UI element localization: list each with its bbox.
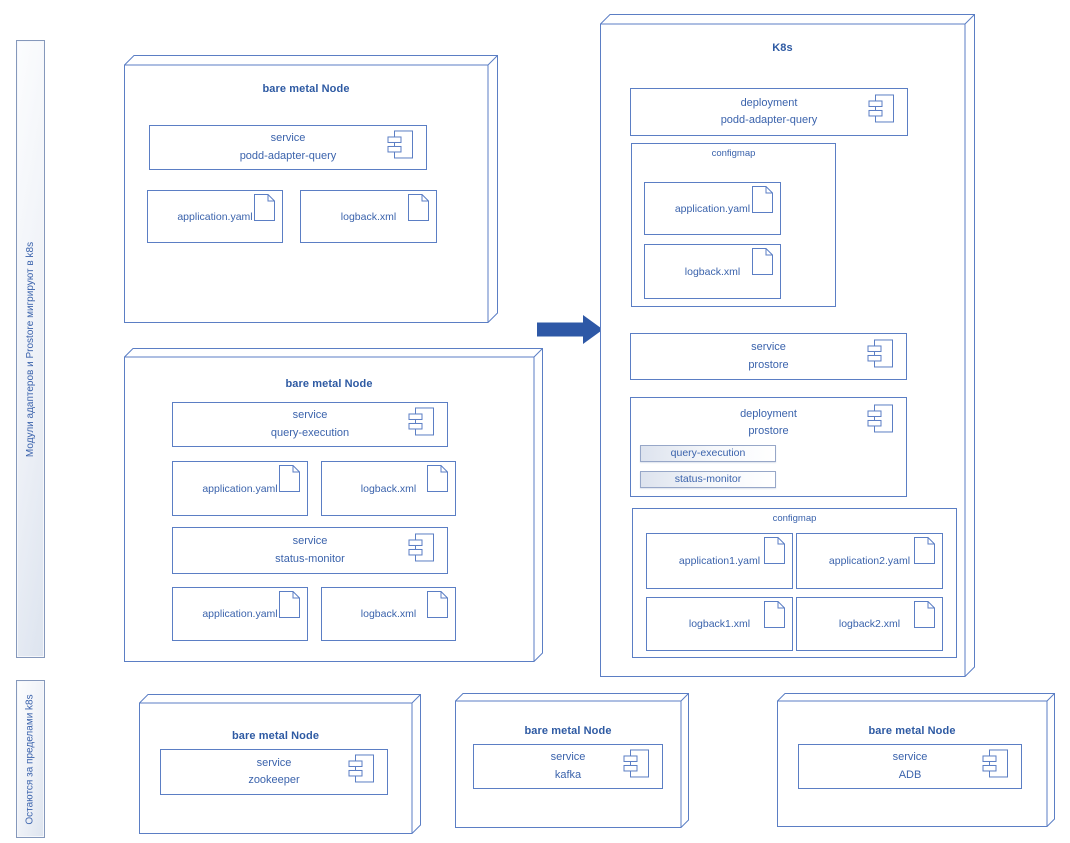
file-logback1-xml: logback1.xml [646,597,793,651]
pod-chip-query-execution: query-execution [640,445,776,462]
k8s-container: K8s deployment podd-adapter-query config… [600,14,975,677]
file-label: application.yaml [674,202,751,215]
file-label: logback1.xml [688,618,751,630]
configmap-group-1: configmap application.yaml logback.xml [631,143,836,307]
deployment-name: prostore [748,425,789,438]
file-application-yaml: application.yaml [172,587,308,641]
service-prostore: service prostore [630,333,907,380]
service-name: status-monitor [275,552,345,565]
service-zookeeper: service zookeeper [160,749,388,795]
service-status-monitor: service status-monitor [172,527,448,574]
k8s-title: K8s [772,42,793,54]
node-query-execution: bare metal Node service query-execution … [124,348,543,662]
document-icon [278,464,301,496]
document-icon [751,247,774,279]
file-label: application.yaml [202,608,278,620]
node-podd-adapter: bare metal Node service podd-adapter-que… [124,55,498,323]
configmap-label: configmap [772,513,817,524]
node-title: bare metal Node [262,83,350,95]
document-icon [253,193,276,225]
file-logback2-xml: logback2.xml [796,597,943,651]
file-application-yaml: application.yaml [147,190,283,243]
configmap-group-2: configmap application1.yaml application2… [632,508,957,658]
service-name: zookeeper [248,774,300,786]
document-icon [763,600,786,632]
document-icon [751,185,774,217]
service-name: podd-adapter-query [239,149,337,162]
lane-label-stay-text: Остаются за пределами k8s [25,693,37,825]
service-podd-adapter-query: service podd-adapter-query [149,125,427,170]
file-label: application1.yaml [678,555,761,567]
component-icon [408,406,435,442]
deployment-prostore: deployment prostore query-execution stat… [630,397,907,497]
service-name: kafka [554,768,582,781]
file-application2-yaml: application2.yaml [796,533,943,589]
node-title: bare metal Node [285,378,373,390]
node-adb: bare metal Node service ADB [777,693,1055,827]
file-application1-yaml: application1.yaml [646,533,793,589]
document-icon [913,600,936,632]
file-label: logback2.xml [838,618,901,630]
component-icon [867,338,894,374]
pod-chip-status-monitor: status-monitor [640,471,776,488]
component-icon [868,94,895,130]
node-kafka: bare metal Node service kafka [455,693,689,828]
configmap-label: configmap [711,148,756,159]
deployment-kind: deployment [740,96,798,109]
file-logback-xml: logback.xml [300,190,437,243]
component-icon [348,754,375,790]
component-icon [623,748,650,784]
component-icon [387,129,414,165]
file-label: logback.xml [360,482,417,495]
deployment-name: podd-adapter-query [720,114,818,126]
service-name: prostore [748,358,789,371]
deployment-podd-adapter-query: deployment podd-adapter-query [630,88,908,136]
service-adb: service ADB [798,744,1022,789]
migration-arrow [537,315,603,344]
service-kind: service [256,756,292,769]
document-icon [913,536,936,568]
file-application-yaml: application.yaml [172,461,308,516]
file-label: application.yaml [177,210,253,223]
document-icon [426,590,449,622]
service-name: query-execution [270,426,350,439]
service-kafka: service kafka [473,744,663,789]
lane-label-migrate-text: Модули адаптеров и Prostore мигрируют в … [25,241,36,457]
lane-label-stay: Остаются за пределами k8s [16,680,45,838]
file-label: logback.xml [340,210,397,223]
file-application-yaml: application.yaml [644,182,781,235]
component-icon [867,404,894,440]
file-label: application2.yaml [828,555,911,567]
node-title: bare metal Node [868,725,956,737]
chip-label: query-execution [670,447,746,460]
node-title: bare metal Node [524,725,612,737]
service-kind: service [292,535,328,548]
chip-label: status-monitor [674,473,742,486]
node-zookeeper: bare metal Node service zookeeper [139,694,421,834]
file-label: logback.xml [684,265,741,278]
file-logback-xml: logback.xml [321,461,456,516]
component-icon [408,532,435,568]
file-label: application.yaml [202,482,278,495]
deployment-kind: deployment [740,408,797,420]
document-icon [426,464,449,496]
service-query-execution: service query-execution [172,402,448,447]
lane-label-migrate: Модули адаптеров и Prostore мигрируют в … [16,40,45,658]
service-name: ADB [898,768,922,781]
service-kind: service [892,751,928,764]
node-title: bare metal Node [231,730,320,742]
service-kind: service [270,132,306,145]
document-icon [278,590,301,622]
service-kind: service [292,409,328,422]
file-logback-xml: logback.xml [321,587,456,641]
file-logback-xml: logback.xml [644,244,781,299]
service-kind: service [751,341,786,354]
component-icon [982,748,1009,784]
document-icon [407,193,430,225]
service-kind: service [550,751,586,764]
document-icon [763,536,786,568]
file-label: logback.xml [360,608,417,620]
